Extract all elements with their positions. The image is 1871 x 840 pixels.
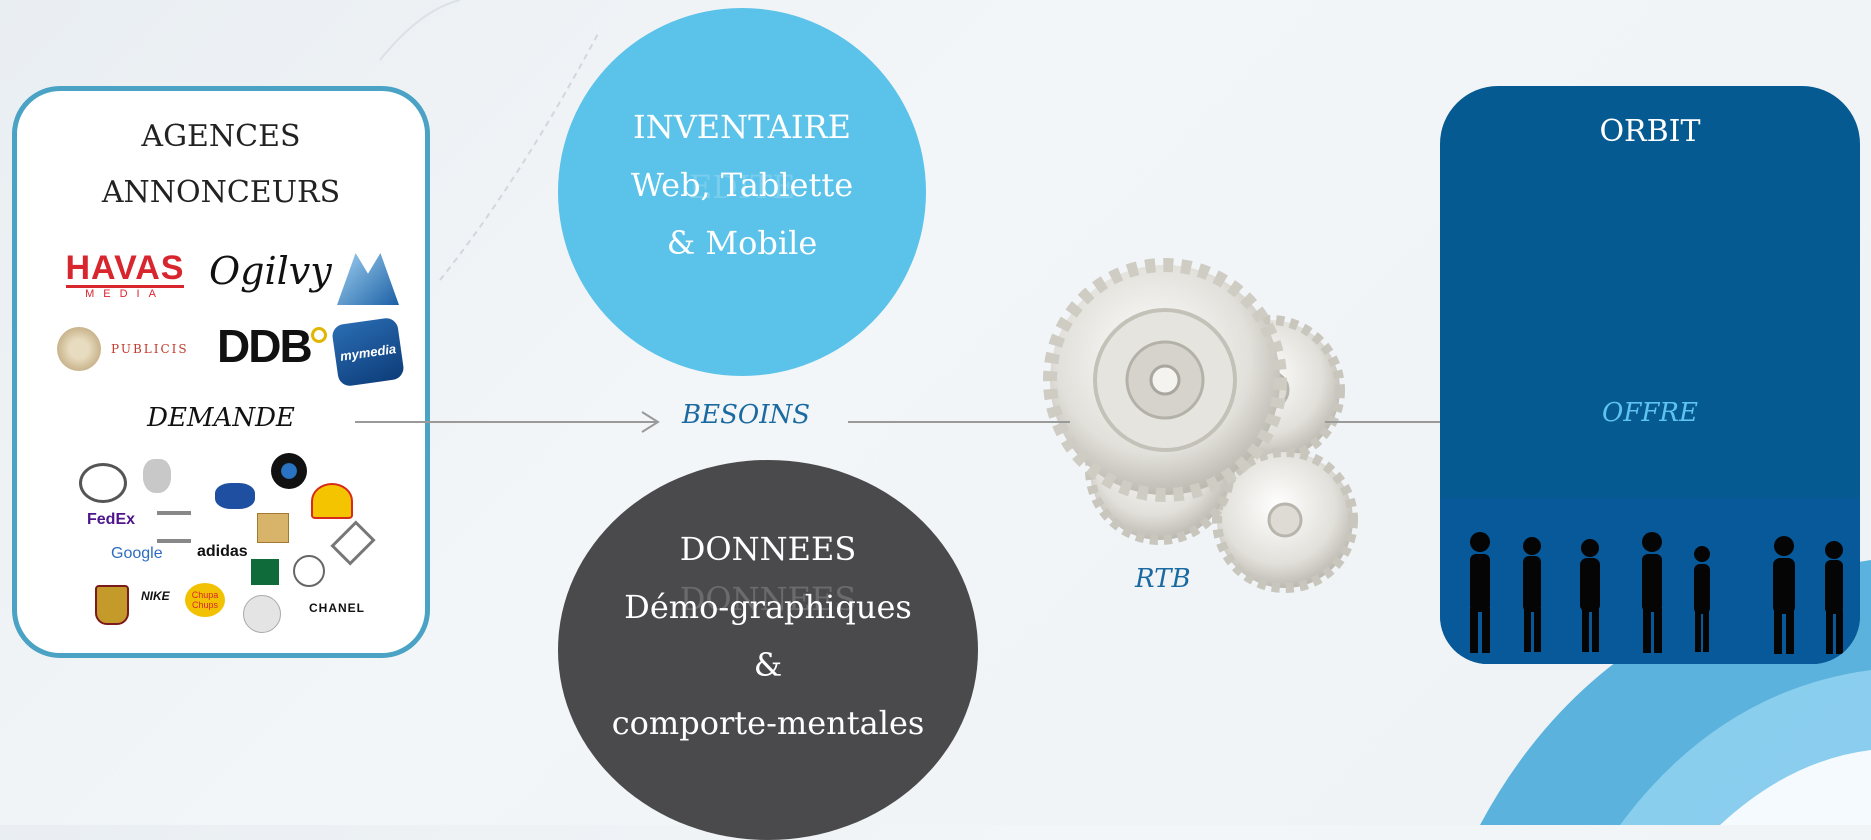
data-title: DONNEES bbox=[679, 530, 857, 568]
person-silhouette-icon bbox=[1825, 541, 1843, 654]
google-logo: Google bbox=[111, 545, 163, 562]
publicis-logo: PUBLICIS bbox=[57, 327, 189, 371]
havas-logo-subtext: MEDIA bbox=[85, 288, 165, 300]
chanel-logo: CHANEL bbox=[309, 601, 365, 615]
advertisers-title: ANNONCEURS bbox=[101, 175, 341, 210]
nike-logo: NIKE bbox=[141, 589, 170, 603]
gear-large bbox=[1043, 258, 1287, 502]
person-silhouette-icon bbox=[1470, 532, 1490, 653]
data-behavioral: comporte-mentales bbox=[611, 704, 925, 742]
data-ghost-text: DONNEES bbox=[679, 580, 857, 618]
demand-label: DEMANDE bbox=[147, 403, 295, 433]
arrow-head-needs bbox=[641, 411, 660, 433]
ddb-dot-icon bbox=[310, 327, 327, 343]
agencies-title: AGENCES bbox=[141, 119, 301, 154]
green-brand-logo bbox=[251, 559, 279, 585]
fedex-logo: FedEx bbox=[87, 511, 136, 528]
agencies-box: AGENCES ANNONCEURS HAVAS MEDIA Ogilvy PU… bbox=[12, 86, 430, 658]
orbit-box: ORBIT OFFRE bbox=[1440, 86, 1860, 664]
apple-logo bbox=[143, 459, 171, 493]
inventory-title: INVENTAIRE bbox=[633, 108, 851, 146]
rtb-label: RTB bbox=[1135, 564, 1191, 594]
carrefour-logo bbox=[215, 483, 255, 509]
ddb-logo-text: DDB bbox=[217, 320, 313, 372]
porsche-logo bbox=[95, 585, 129, 625]
havas-media-logo: HAVAS MEDIA bbox=[65, 251, 185, 300]
toblerone-logo bbox=[257, 513, 289, 543]
person-silhouette-icon bbox=[1580, 539, 1600, 652]
person-silhouette-icon bbox=[1642, 532, 1662, 653]
gear-icon bbox=[1043, 258, 1358, 593]
chupa-chups-logo: Chupa Chups bbox=[185, 583, 225, 617]
inventory-channels: Web, Tablette bbox=[630, 166, 854, 204]
data-circle: DONNEES DONNEES Démo-graphiques & compor… bbox=[558, 460, 978, 840]
adidas-logo: adidas bbox=[197, 543, 248, 560]
havas-logo-text: HAVAS bbox=[65, 249, 185, 288]
orbit-title: ORBIT bbox=[1599, 114, 1701, 149]
ddb-logo: DDB bbox=[217, 319, 327, 373]
person-silhouette-icon bbox=[1523, 537, 1541, 652]
publicis-lion-icon bbox=[57, 327, 101, 371]
data-demographics: Démo-graphiques bbox=[624, 588, 912, 626]
people-silhouettes bbox=[1440, 498, 1860, 664]
person-silhouette-icon bbox=[1773, 536, 1795, 654]
shell-logo bbox=[311, 483, 353, 519]
bmw-logo bbox=[271, 453, 307, 489]
publicis-logo-text: PUBLICIS bbox=[111, 342, 189, 356]
inventory-circle: EDITE INVENTAIRE Web, Tablette & Mobile bbox=[558, 8, 926, 376]
ogilvy-logo: Ogilvy bbox=[209, 249, 332, 293]
needs-label: BESOINS bbox=[682, 400, 811, 430]
offer-label: OFFRE bbox=[1602, 398, 1698, 428]
citroen-logo bbox=[157, 511, 191, 543]
wikipedia-logo bbox=[243, 595, 281, 633]
mercedes-logo bbox=[293, 555, 325, 587]
person-silhouette-icon bbox=[1694, 546, 1710, 652]
toyota-logo bbox=[79, 463, 127, 503]
inventory-ghost-text: EDITE bbox=[688, 168, 796, 206]
gear-small-bottom bbox=[1212, 447, 1358, 593]
data-ampersand: & bbox=[753, 646, 783, 684]
inventory-mobile: & Mobile bbox=[666, 224, 818, 262]
